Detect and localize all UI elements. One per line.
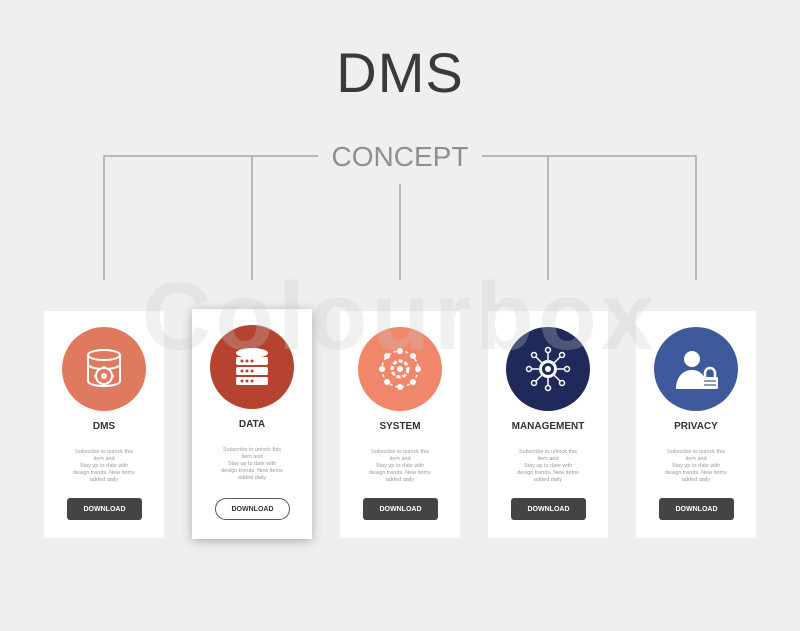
card-management-label: MANAGEMENT: [511, 421, 585, 432]
database-gear-icon: [87, 349, 121, 388]
card-dms-circle: [62, 327, 146, 411]
server-icon: [236, 348, 268, 385]
card-dms-description: Subscribe to unlock this item and Stay u…: [73, 449, 135, 483]
card-management-description: Subscribe to unlock this item and Stay u…: [517, 449, 579, 483]
gear-network-icon: [525, 346, 571, 392]
card-management-download-button[interactable]: DOWNLOAD: [511, 498, 586, 520]
card-management: MANAGEMENT Subscribe to unlock this item…: [488, 311, 608, 538]
card-system-download-button[interactable]: DOWNLOAD: [363, 498, 438, 520]
card-privacy-label: PRIVACY: [674, 421, 718, 432]
connector-right-outer: [482, 155, 697, 280]
card-dms: DMS Subscribe to unlock this item and St…: [44, 311, 164, 538]
card-privacy-circle: [654, 327, 738, 411]
card-dms-download-button[interactable]: DOWNLOAD: [67, 498, 142, 520]
connector-left-outer: [103, 155, 318, 280]
card-privacy-description: Subscribe to unlock this item and Stay u…: [665, 449, 727, 483]
card-system-circle: [358, 327, 442, 411]
card-data: DATA Subscribe to unlock this item and S…: [192, 309, 312, 539]
gear-network-icon: [379, 348, 421, 390]
card-system-label: SYSTEM: [379, 421, 421, 432]
concept-label: CONCEPT: [320, 138, 480, 176]
card-system: SYSTEM Subscribe to unlock this item and…: [340, 311, 460, 538]
card-privacy-download-button[interactable]: DOWNLOAD: [659, 498, 734, 520]
card-data-download-button[interactable]: DOWNLOAD: [215, 498, 290, 520]
card-data-label: DATA: [238, 419, 266, 430]
page-title: DMS: [336, 41, 464, 104]
card-system-description: Subscribe to unlock this item and Stay u…: [369, 449, 431, 483]
card-dms-label: DMS: [92, 421, 116, 432]
card-management-circle: [506, 327, 590, 411]
card-data-circle: [210, 325, 294, 409]
card-privacy: PRIVACY Subscribe to unlock this item an…: [636, 311, 756, 538]
user-lock-icon: [676, 351, 718, 389]
card-data-description: Subscribe to unlock this item and Stay u…: [221, 447, 283, 481]
